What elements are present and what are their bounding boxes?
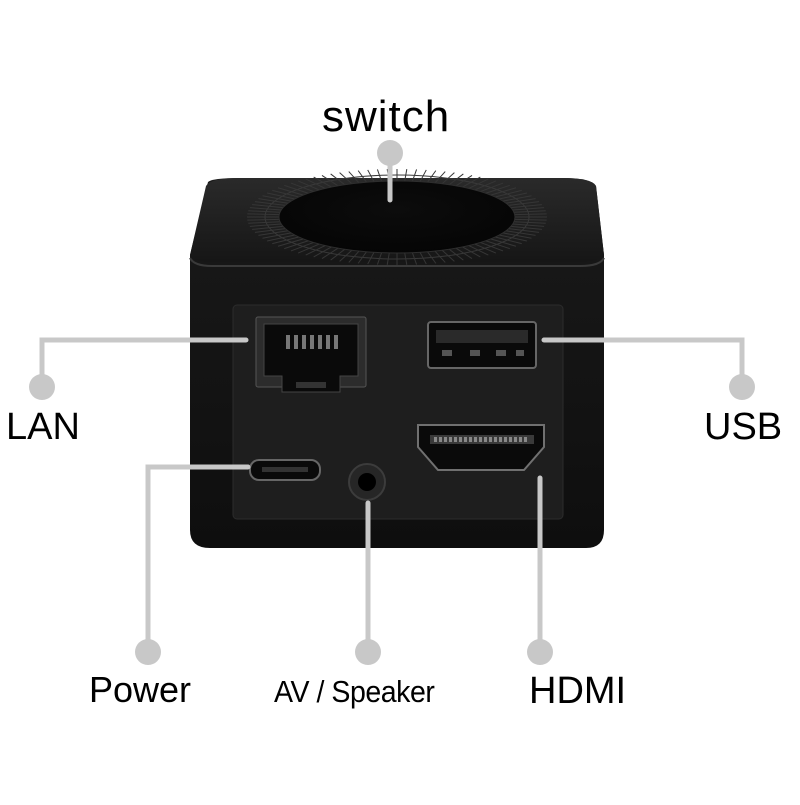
callout-lines — [39, 150, 745, 655]
hdmi-port-icon — [417, 424, 545, 471]
callout-dot-switch — [377, 140, 403, 166]
callout-dot-power — [135, 639, 161, 665]
callout-dot-lan — [29, 374, 55, 400]
usb-port-icon — [427, 321, 537, 369]
label-switch: switch — [322, 92, 451, 141]
callout-dot-av — [355, 639, 381, 665]
power-port-icon — [249, 459, 321, 481]
lan-port-icon — [255, 316, 367, 393]
callout-lan — [39, 337, 249, 390]
callout-usb — [541, 337, 745, 390]
av-jack-icon — [348, 463, 386, 501]
label-usb: USB — [704, 406, 783, 448]
label-av-speaker: AV / Speaker — [274, 674, 435, 709]
callout-dots — [29, 140, 755, 665]
label-hdmi: HDMI — [529, 670, 627, 712]
callout-dot-usb — [729, 374, 755, 400]
callout-dot-hdmi — [527, 639, 553, 665]
switch-knob-icon — [247, 169, 547, 265]
callout-power — [145, 464, 251, 655]
label-power: Power — [89, 669, 192, 710]
label-lan: LAN — [6, 406, 80, 448]
